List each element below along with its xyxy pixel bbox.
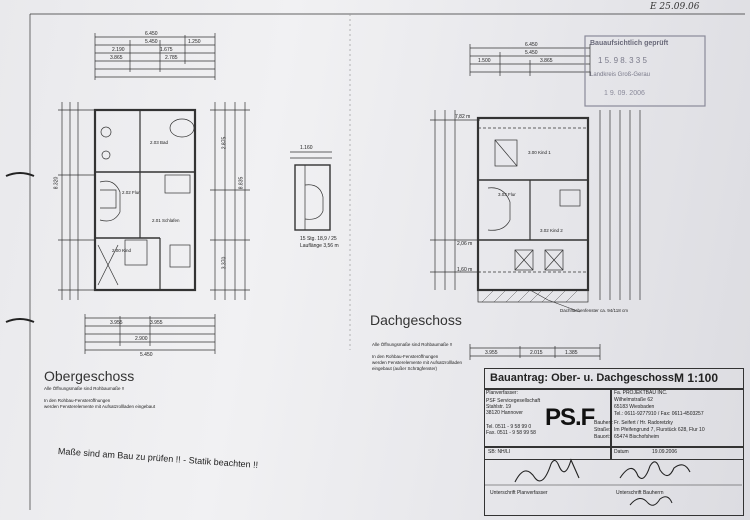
phone-line: Tel. 0511 - 9 58 99 0 — [486, 424, 532, 430]
room-label: 3.00 Kind 1 — [528, 150, 551, 155]
stair-length: Lauflänge 3,56 m — [300, 243, 339, 249]
ort-label: Bauort: — [594, 434, 611, 440]
dachgeschoss-title: Dachgeschoss — [370, 312, 462, 328]
strasse-label: Straße: — [594, 427, 611, 433]
note-line: Alle Öffnungsmaße sind Rohbaumaße !! — [372, 342, 453, 347]
datum-value: 19.09.2006 — [652, 449, 678, 455]
sb-label: SB: NH/LI — [488, 449, 511, 455]
bauherr-label: Bauherr: — [594, 420, 614, 426]
dim-label: 1.675 — [160, 47, 173, 53]
dim-label: 6.450 — [145, 31, 158, 37]
psf-logo: PS.F — [545, 404, 595, 431]
level-label: 1,60 m — [457, 267, 473, 273]
dim-label: 8.320 — [53, 176, 60, 190]
sig-left-label: Unterschrift Planverfasser — [490, 490, 548, 496]
level-label: 2,06 m — [457, 241, 473, 247]
dim-label: 2.190 — [112, 47, 125, 53]
note-line: eingebaut (außer Schrägfenster) — [372, 366, 438, 371]
dim-label: 3.955 — [110, 320, 123, 326]
obergeschoss-title: Obergeschoss — [44, 368, 135, 384]
note-line: Alle Öffnungsmaße sind Rohbaumaße !! — [44, 386, 125, 391]
planverfasser-label: Planverfasser: — [486, 390, 518, 396]
room-label: 2.03 Bad — [150, 140, 169, 145]
room-label: 2.02 Flur — [122, 190, 140, 195]
title-block-title: Bauantrag: Ober- u. Dachgeschoss — [490, 372, 674, 384]
dim-label: 8.835 — [238, 176, 245, 190]
dim-label: 3.955 — [485, 350, 498, 356]
dim-label: 3.865 — [110, 55, 123, 61]
level-label: 7,82 m — [455, 114, 471, 120]
dim-label: 2.900 — [135, 336, 148, 342]
planverfasser-cell — [484, 388, 612, 448]
stair-dim: 1.160 — [300, 145, 313, 151]
dim-label: 1.250 — [188, 39, 201, 45]
dim-label: 6.450 — [525, 42, 538, 48]
title-block-header — [484, 368, 744, 390]
ort-value: 65474 Bischofsheim — [614, 434, 660, 440]
dim-label: 5.450 — [140, 352, 153, 358]
stamp-approved-text: Bauaufsichtlich geprüft — [590, 40, 669, 47]
firm-line: Fa. PROJEKTBAU INC. — [614, 390, 668, 396]
firm-line: Tel.: 0611-9277910 / Fax: 0611-4503257 — [614, 411, 704, 417]
stamp-authority: Landkreis Groß-Gerau — [590, 72, 651, 78]
planverfasser-line: Stahlstr. 19 — [486, 404, 512, 410]
firm-cell — [610, 388, 744, 448]
skylight-callout: Dachflächenfenster ca. 94/118 cm — [560, 308, 628, 313]
title-block-scale: M 1:100 — [674, 371, 719, 385]
dim-label: 3.370 — [221, 256, 228, 270]
dim-label: 1.385 — [565, 350, 578, 356]
dim-label: 2.875 — [221, 136, 228, 150]
dim-label: 3.955 — [150, 320, 163, 326]
corner-date-note: E 25.09.06 — [650, 2, 700, 12]
dim-label: 2.015 — [530, 350, 543, 356]
datum-label: Datum — [614, 449, 629, 455]
stamp-number: 1 5. 9 8. 3 3 5 — [598, 56, 647, 65]
room-label: 3.02 Kind 2 — [540, 228, 563, 233]
note-line: werden Fensterelemente mit Aufsatzrollla… — [44, 404, 156, 409]
firm-line: 65183 Wiesbaden — [614, 404, 655, 410]
note-line: In den Rohbau-Fensteröffnungen — [372, 354, 439, 359]
room-label: 2.00 Kind — [112, 248, 132, 253]
planverfasser-line: PSF Servicegesellschaft — [486, 398, 541, 404]
firm-line: Wilhelmstraße 62 — [614, 397, 653, 403]
planverfasser-line: 38120 Hannover — [486, 410, 523, 416]
dim-label: 1.500 — [478, 58, 491, 64]
note-line: In den Rohbau-Fensteröffnungen — [44, 398, 111, 403]
dim-label: 2.785 — [165, 55, 178, 61]
datum-cell — [610, 446, 744, 460]
fax-line: Fax. 0511 - 9 58 99 58 — [486, 430, 536, 436]
bauherr-value: Fr. Seifert / Hr. Radoretzky — [614, 420, 673, 426]
room-label: 3.03 Flur — [498, 192, 516, 197]
dim-label: 5.450 — [145, 39, 158, 45]
sig-right-label: Unterschrift Bauherrn — [616, 490, 664, 496]
room-label: 2.01 Schlafen — [152, 218, 180, 223]
strasse-value: Im Pfeifengrund 7, Flurstück 628, Flur 1… — [614, 427, 705, 433]
note-line: werden Fensterelemente mit Aufsatzrollla… — [372, 360, 463, 365]
dim-label: 3.865 — [540, 58, 553, 64]
stair-label: 15 Stg. 18,9 / 25 — [300, 236, 337, 242]
stamp-date: 1 9. 09. 2006 — [604, 90, 645, 97]
dim-label: 5.450 — [525, 50, 538, 56]
